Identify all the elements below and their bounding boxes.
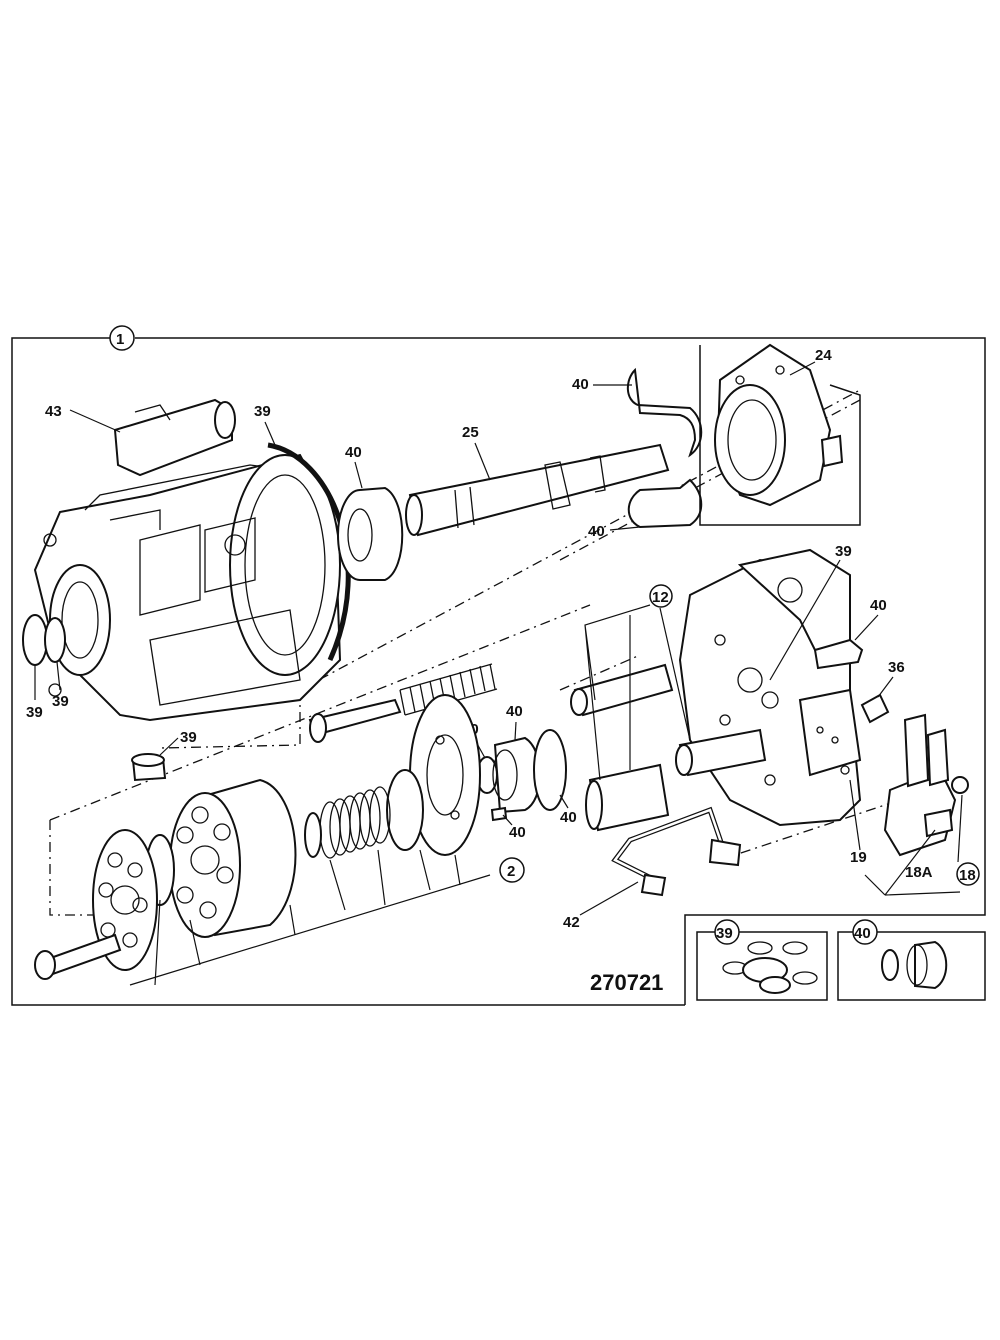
callout-40-pin: 40	[509, 824, 526, 841]
plug-36	[860, 693, 890, 724]
drain-plug	[131, 753, 167, 782]
callout-36: 36	[888, 659, 905, 676]
callout-18-circle	[956, 862, 980, 886]
retainer-ring	[386, 769, 424, 851]
cover-subframe	[699, 345, 861, 526]
callout-25: 25	[462, 424, 479, 441]
cylinder-block	[169, 778, 297, 938]
seal-kit-box: 39	[696, 919, 828, 1001]
callout-40-clip-bottom: 40	[588, 523, 605, 540]
ring-40c	[533, 729, 567, 811]
callout-12-circle	[649, 584, 673, 608]
callout-43: 43	[45, 403, 62, 420]
callout-40-clip-top: 40	[572, 376, 589, 393]
callout-18a: 18A	[905, 864, 933, 881]
callout-42: 42	[563, 914, 580, 931]
assembly-frame	[11, 337, 986, 1006]
seal-ring-left-b	[44, 617, 66, 663]
callout-2-circle	[499, 857, 525, 883]
callout-12: 12	[652, 589, 669, 606]
seal-kit-label: 39	[716, 925, 733, 942]
washer-lower	[304, 812, 322, 858]
callout-39-left-a: 39	[26, 704, 43, 721]
drive-shaft	[405, 443, 670, 537]
callout-39-right: 39	[835, 543, 852, 560]
subassembly-axis-lines	[559, 399, 901, 861]
port-plate	[678, 548, 862, 827]
callout-40-ring-c: 40	[560, 809, 577, 826]
bearing	[337, 486, 404, 581]
bearing-kit-box: 40	[837, 919, 986, 1001]
bolt-40	[813, 638, 864, 670]
callout-39-band: 39	[254, 403, 271, 420]
subassembly-divider-lower	[49, 604, 591, 916]
callout-19: 19	[850, 849, 867, 866]
callout-39-plug: 39	[180, 729, 197, 746]
seal-ring-left-a	[22, 614, 48, 666]
callout-2: 2	[507, 863, 515, 880]
clip-half-bottom	[627, 478, 703, 529]
clip-half-top	[626, 367, 703, 458]
callout-1-circle	[109, 325, 135, 351]
valve-plate	[92, 829, 158, 971]
callout-18: 18	[959, 867, 976, 884]
callout-40-bolt: 40	[870, 597, 887, 614]
pump-housing	[33, 453, 342, 722]
bearing-kit-label: 40	[854, 925, 871, 942]
callout-24: 24	[815, 347, 832, 364]
callout-40-bearing: 40	[345, 444, 362, 461]
control-valve	[883, 713, 969, 857]
spring-lower	[319, 786, 391, 859]
drawing-number: 270721	[590, 970, 663, 995]
callout-40-ring-b: 40	[506, 703, 523, 720]
callout-39-left-b: 39	[52, 693, 69, 710]
cover-plate	[714, 343, 844, 507]
callout-1: 1	[116, 331, 124, 348]
center-pin	[43, 933, 122, 977]
valve-block-43	[113, 398, 236, 477]
pin-40	[490, 806, 508, 822]
